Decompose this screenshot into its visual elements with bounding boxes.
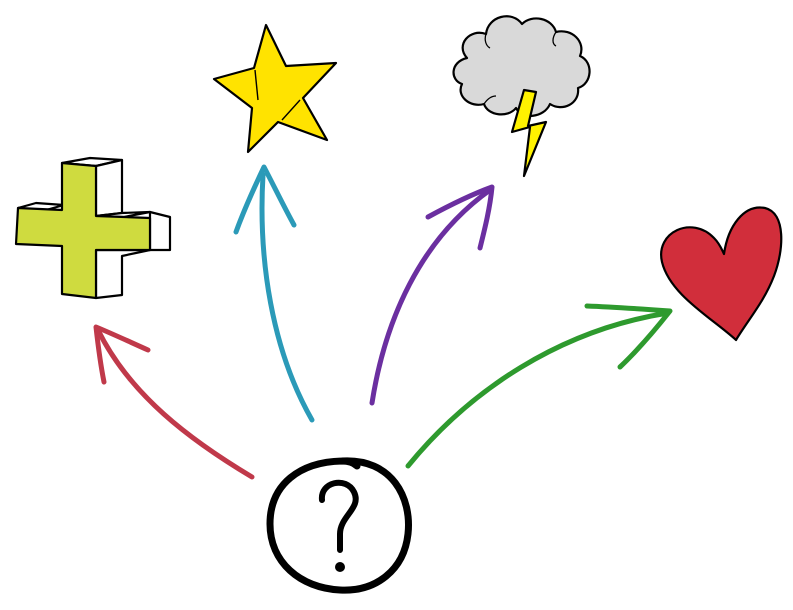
arrow-to-heart — [405, 303, 673, 469]
star-icon — [212, 23, 338, 154]
heart-icon — [660, 206, 783, 342]
arrow-to-plus — [93, 324, 255, 480]
arrow-to-storm — [369, 184, 495, 406]
storm-cloud-icon — [452, 15, 591, 178]
arrow-to-star — [233, 164, 315, 423]
plus-cross-icon — [14, 156, 172, 300]
question-mark-in-circle-icon — [266, 457, 412, 594]
